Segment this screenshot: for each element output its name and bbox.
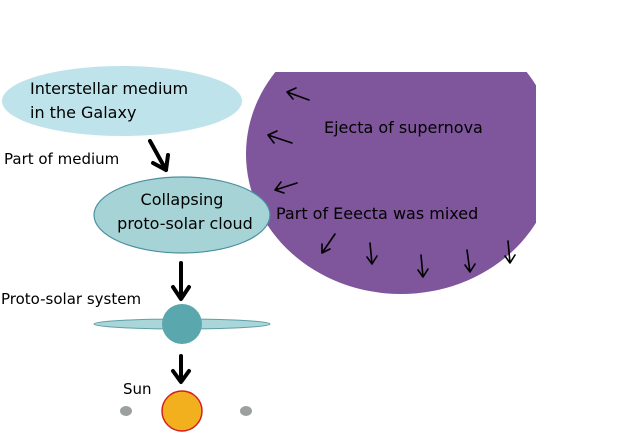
interstellar-medium-line2: in the Galaxy	[30, 103, 136, 122]
ejecta-arrow-3	[274, 181, 298, 194]
ejecta-arrow-7	[464, 249, 476, 273]
ejecta-arrow-8	[504, 240, 516, 264]
sun	[161, 390, 203, 432]
interstellar-medium-node: Interstellar medium in the Galaxy	[2, 66, 242, 136]
ejecta-arrow-6	[417, 254, 429, 278]
mixed-label: Part of Eeecta was mixed	[276, 204, 478, 223]
interstellar-medium-line1: Interstellar medium	[30, 79, 188, 98]
ejecta-arrow-1	[286, 87, 310, 101]
proto-solar-cloud-shape	[93, 176, 271, 254]
interstellar-medium-shape	[2, 66, 242, 136]
ejecta-arrows	[267, 87, 516, 278]
arrow-system-to-sun	[171, 354, 191, 384]
proto-solar-cloud-line1: Collapsing	[141, 190, 224, 209]
supernova-ejecta-shape	[246, 72, 536, 294]
arrow-ism-to-cloud	[148, 139, 170, 172]
supernova-ejecta: Ejecta of supernova Part of Eeecta was m…	[246, 72, 536, 294]
proto-solar-cloud-node: Collapsing proto-solar cloud	[93, 176, 271, 254]
arrow-cloud-to-system	[171, 261, 191, 301]
proto-solar-cloud-line2: proto-solar cloud	[117, 214, 253, 233]
solar-system	[120, 390, 252, 432]
ejecta-arrow-2	[267, 130, 293, 144]
planet-left	[120, 406, 132, 416]
part-of-medium-label: Part of medium	[4, 150, 119, 168]
ejecta-arrow-4	[321, 233, 336, 254]
supernova-label: Ejecta of supernova	[324, 118, 483, 137]
sun-label: Sun	[123, 380, 152, 398]
planet-right	[240, 406, 252, 416]
proto-solar-system	[93, 304, 271, 344]
protostar	[162, 304, 202, 344]
ejecta-arrow-5	[366, 242, 378, 265]
proto-solar-system-label: Proto-solar system	[1, 290, 141, 308]
